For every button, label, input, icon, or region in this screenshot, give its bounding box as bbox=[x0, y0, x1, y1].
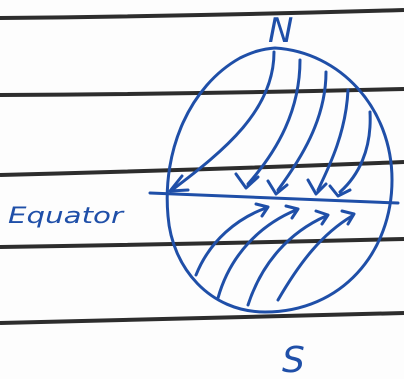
south-wind-arrow-1-head bbox=[254, 202, 270, 218]
equator-label: Equator bbox=[8, 204, 126, 229]
north-wind-arrow-1-head bbox=[168, 174, 190, 193]
south-wind-arrow-3-head bbox=[314, 209, 330, 226]
north-wind-arrow-1 bbox=[170, 50, 276, 192]
south-wind-arrow-2 bbox=[216, 208, 298, 300]
ruled-line-1 bbox=[0, 8, 404, 20]
north-wind-arrow-3 bbox=[276, 70, 328, 192]
south-label: S bbox=[282, 340, 305, 379]
north-wind-arrow-2 bbox=[246, 58, 302, 186]
ruled-line-4 bbox=[0, 237, 404, 249]
south-wind-arrow-4 bbox=[276, 214, 354, 302]
north-wind-arrow-5-head bbox=[328, 184, 352, 198]
ruled-line-5 bbox=[0, 311, 404, 325]
equator-line bbox=[148, 191, 400, 205]
south-wind-arrow-4-head bbox=[340, 209, 356, 226]
south-wind-arrow-2-head bbox=[284, 204, 300, 220]
north-wind-arrow-2-head bbox=[234, 172, 260, 190]
globe-outline bbox=[165, 46, 394, 314]
north-wind-arrow-3-head bbox=[266, 179, 289, 196]
north-wind-arrow-4-head bbox=[306, 178, 328, 196]
south-wind-arrow-1 bbox=[194, 206, 268, 277]
south-wind-arrow-3 bbox=[246, 214, 328, 307]
north-wind-arrow-5 bbox=[338, 110, 372, 194]
north-wind-arrow-4 bbox=[316, 88, 350, 192]
north-label: N bbox=[268, 11, 293, 51]
